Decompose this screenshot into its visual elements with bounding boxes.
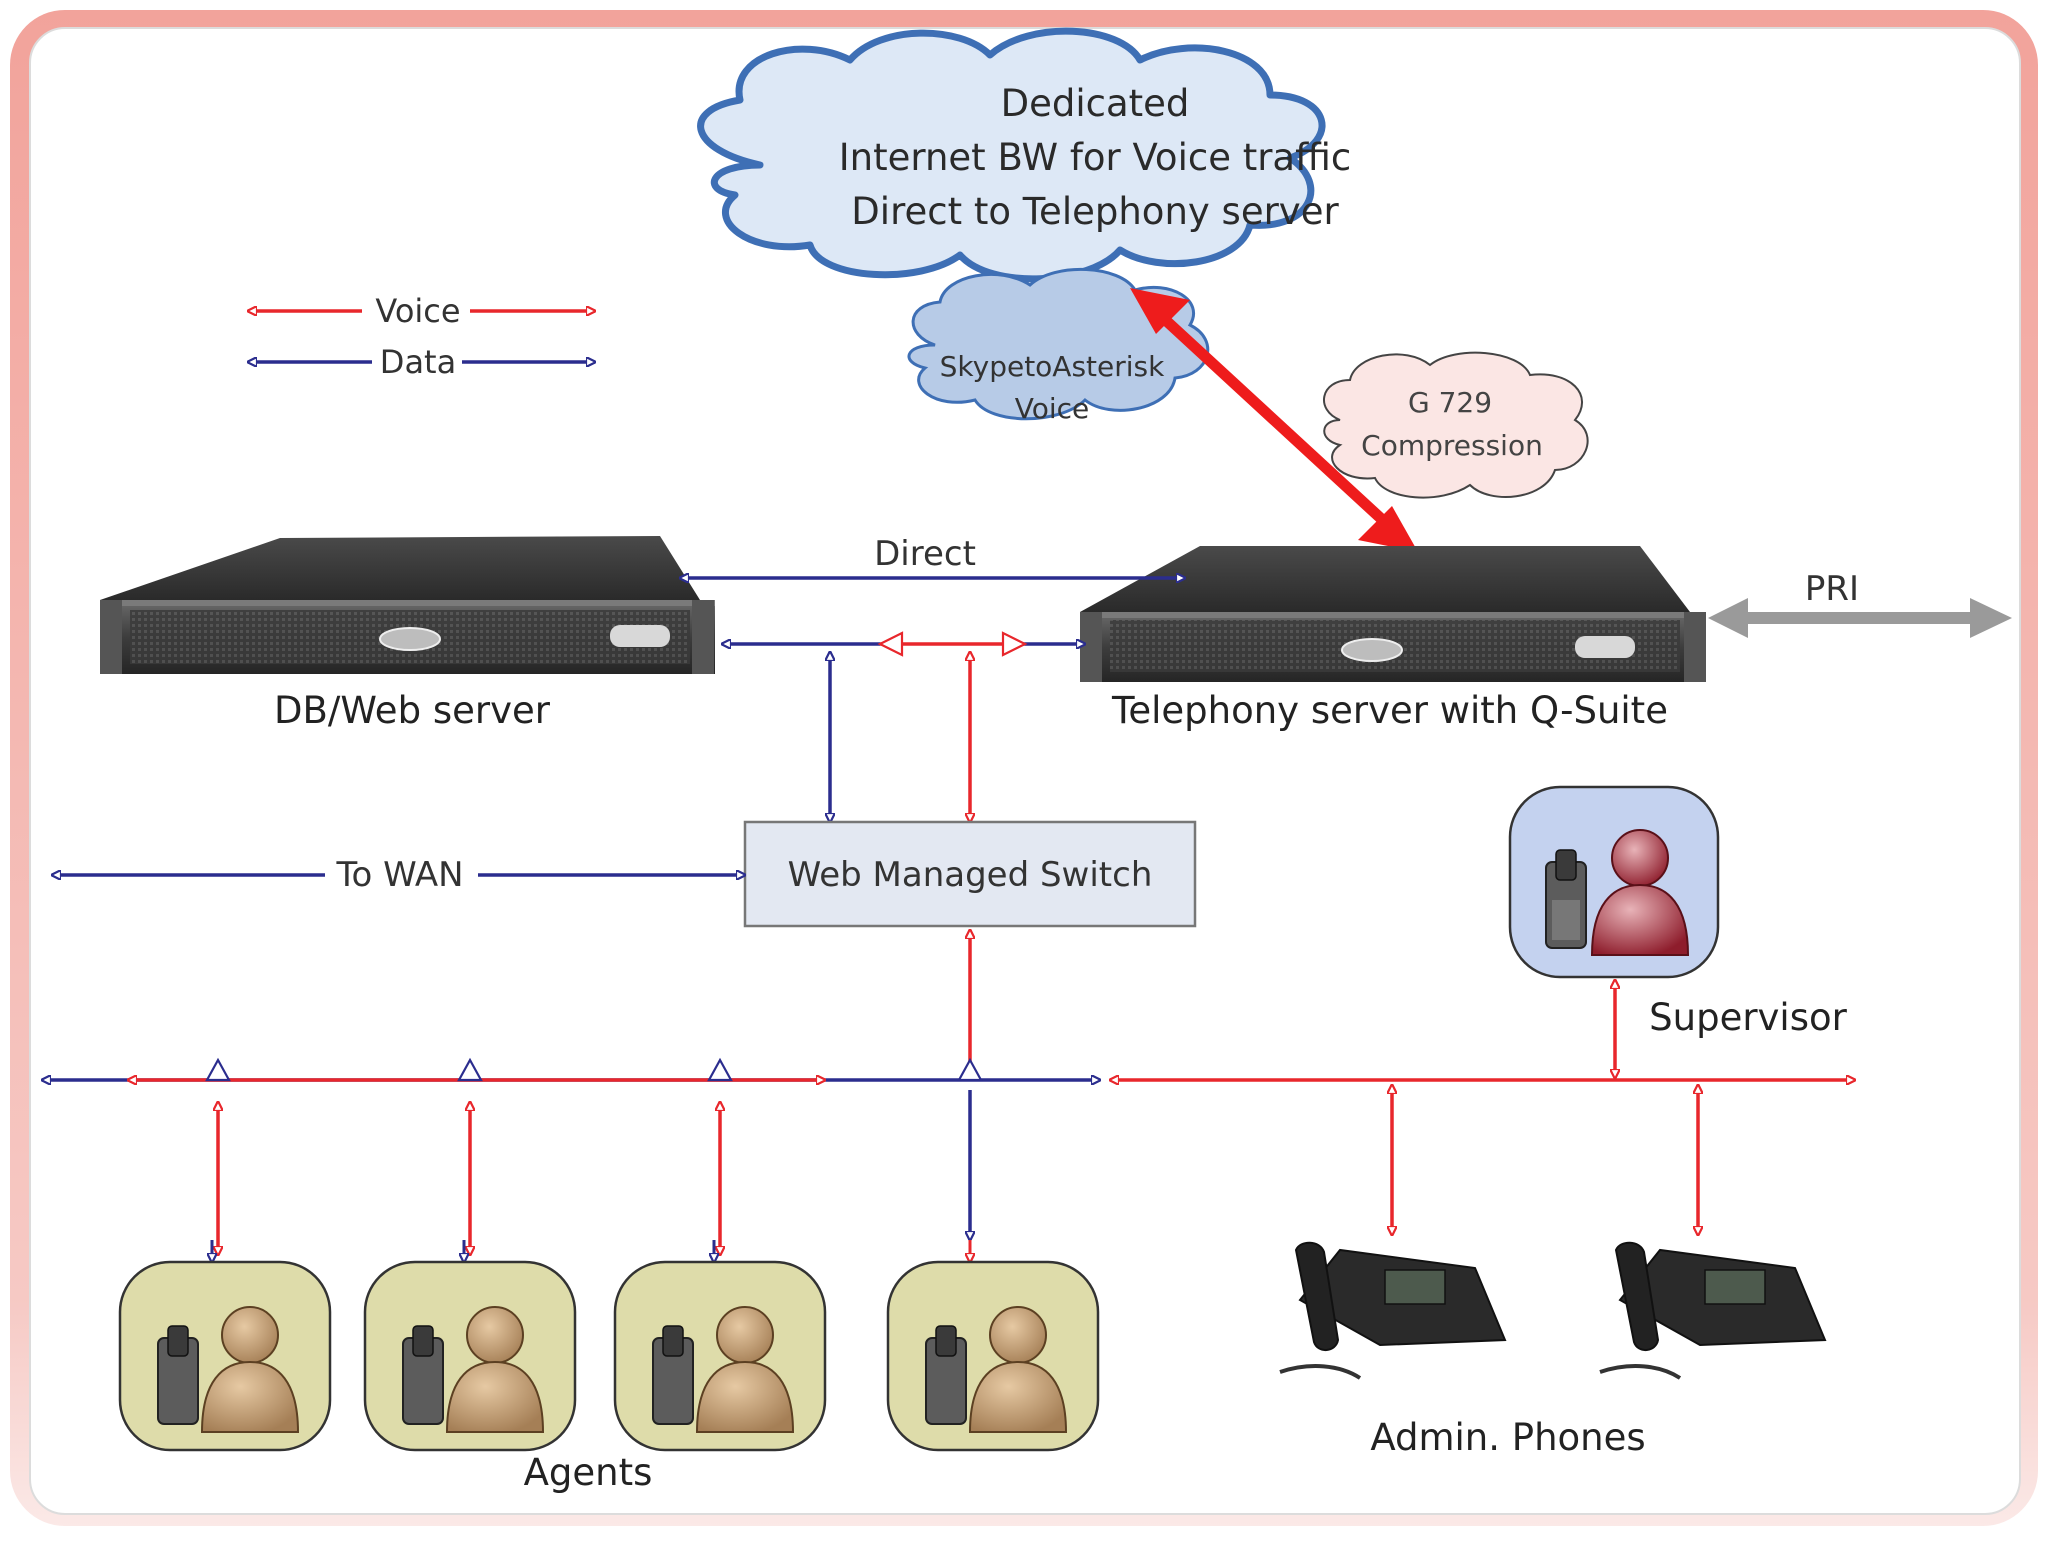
agent-station <box>886 1260 1100 1452</box>
headset-phone-icon <box>925 1325 967 1425</box>
admin-phones-label: Admin. Phones <box>1370 1416 1645 1459</box>
db-web-server-label: DB/Web server <box>274 689 551 732</box>
cloud-line-1: Dedicated <box>1001 82 1190 125</box>
skype-cloud-line-2: Voice <box>1015 392 1090 425</box>
telephony-server-label: Telephony server with Q-Suite <box>1111 689 1668 732</box>
headset-phone-icon <box>652 1325 694 1425</box>
server-logo-icon <box>379 627 441 651</box>
person-icon <box>445 1306 545 1433</box>
person-icon <box>695 1306 795 1433</box>
agent-drops <box>212 1090 970 1262</box>
phone-screen-icon <box>1704 1269 1766 1305</box>
headset-phone-icon <box>1545 849 1587 949</box>
telephony-server: Telephony server with Q-Suite <box>1080 546 1706 732</box>
direct-label: Direct <box>874 534 976 574</box>
handset-icon <box>1294 1241 1340 1351</box>
phone-screen-icon <box>1384 1269 1446 1305</box>
codec-cloud: G 729 Compression <box>1323 351 1589 499</box>
agent-station <box>118 1260 332 1452</box>
codec-cloud-line-1: G 729 <box>1408 386 1492 419</box>
pri-link: PRI <box>1708 569 2012 638</box>
supervisor-station: Supervisor <box>1508 785 1848 1039</box>
agent-station <box>613 1260 827 1452</box>
codec-cloud-line-2: Compression <box>1361 429 1543 462</box>
agents-label: Agents <box>524 1451 653 1494</box>
internet-voice-arrow <box>1130 288 1418 552</box>
web-managed-switch: Web Managed Switch <box>743 820 1197 928</box>
headset-phone-icon <box>402 1325 444 1425</box>
skype-cloud-line-1: SkypetoAsterisk <box>940 350 1165 383</box>
admin-drops <box>1392 980 1698 1235</box>
switch-label: Web Managed Switch <box>788 855 1153 895</box>
admin-phone <box>1279 1241 1507 1380</box>
admin-phone <box>1599 1241 1827 1380</box>
supervisor-label: Supervisor <box>1649 996 1847 1039</box>
legend-data-label: Data <box>380 343 456 381</box>
legend-voice-label: Voice <box>375 292 460 330</box>
person-icon <box>200 1306 300 1433</box>
cloud-line-3: Direct to Telephony server <box>851 190 1339 233</box>
headset-phone-icon <box>157 1325 199 1425</box>
legend: Voice Data <box>248 292 595 381</box>
db-web-server: DB/Web server <box>100 536 715 732</box>
person-icon <box>1590 829 1690 956</box>
internet-cloud: Dedicated Internet BW for Voice traffic … <box>697 27 1351 283</box>
wan-link: To WAN <box>52 855 745 895</box>
handset-icon <box>1614 1241 1660 1351</box>
direct-link: Direct <box>680 534 1185 578</box>
server-bus <box>722 631 1085 822</box>
cloud-shape <box>697 27 1326 283</box>
agent-station <box>363 1260 577 1452</box>
cloud-line-2: Internet BW for Voice traffic <box>839 136 1351 179</box>
wan-label: To WAN <box>335 855 463 895</box>
codec-cloud-shape <box>1323 351 1589 499</box>
server-logo-icon <box>1341 638 1403 662</box>
skype-voice-cloud: SkypetoAsterisk Voice <box>907 268 1210 425</box>
pri-label: PRI <box>1805 569 1859 609</box>
lan-bus <box>42 1057 1855 1080</box>
person-icon <box>968 1306 1068 1433</box>
